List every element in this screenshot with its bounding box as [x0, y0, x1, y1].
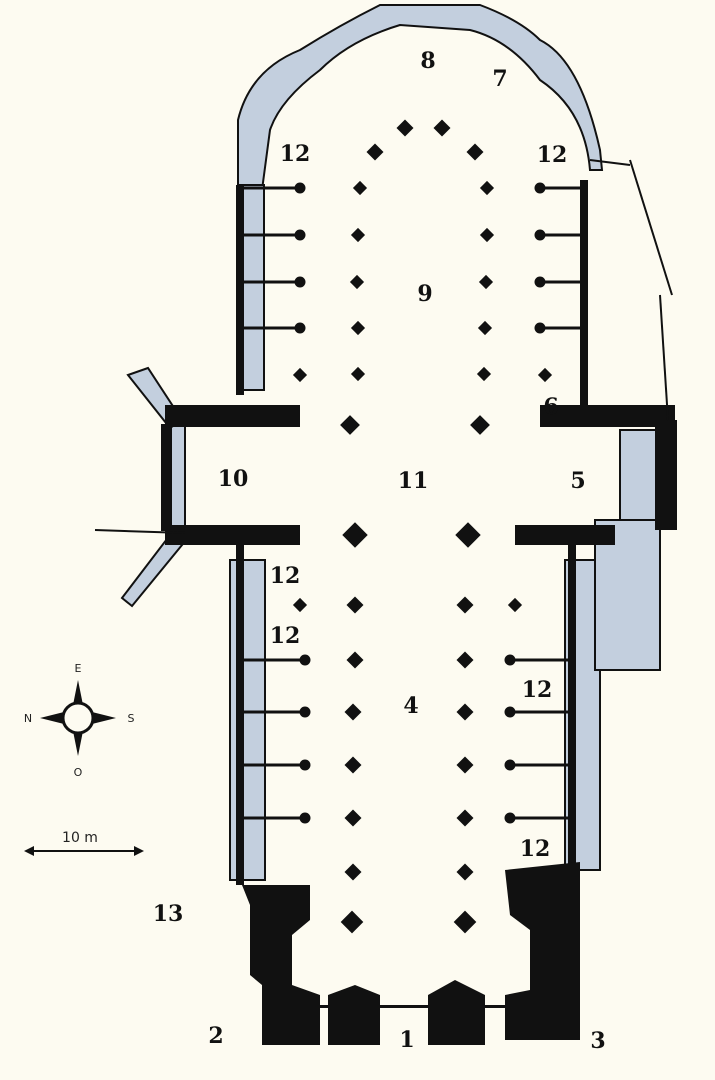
north-transept-wall-bottom: [165, 525, 300, 545]
label-choir: 9: [417, 281, 432, 307]
north-porch-lines: [94, 159, 673, 534]
compass-rose: E N S O: [24, 662, 135, 779]
label-side-chapel: 12: [522, 677, 553, 703]
south-transept-end-wall: [655, 420, 677, 530]
compass-north: N: [24, 712, 32, 725]
buttress-spurs: [244, 182, 580, 824]
south-transept-wall-top: [540, 405, 675, 427]
compass-west: O: [74, 766, 83, 779]
label-side-chapel: 12: [537, 142, 568, 168]
south-choir-wall: [580, 180, 588, 410]
south-tower: [505, 862, 580, 1040]
label-side-chapel: 12: [280, 141, 311, 167]
label-crossing: 11: [398, 468, 429, 494]
walls: [162, 180, 677, 1045]
apse-ambulatory-shade: [237, 4, 604, 191]
north-porch-arm-shade-2: [120, 533, 184, 608]
shaded-areas: [120, 4, 666, 881]
west-facade-line: [300, 1005, 515, 1008]
piers: [292, 119, 553, 934]
compass-south: S: [128, 712, 135, 725]
scale-arrow-left-icon: [24, 846, 34, 856]
label-sacristy: 6: [543, 394, 558, 420]
south-nave-wall: [568, 545, 576, 875]
label-entrance: 1: [399, 1027, 414, 1053]
north-choir-wall: [236, 185, 244, 395]
room-labels: 1 2 3 4 5 6 7 8 9 10 11 13 12 12 12 12 1…: [153, 48, 606, 1054]
north-transept-wall-top: [165, 405, 300, 427]
label-tower-north: 2: [208, 1023, 223, 1049]
label-side-chapel: 12: [270, 563, 301, 589]
north-tower: [242, 885, 320, 1045]
south-transept-wall-bottom: [515, 525, 615, 545]
west-portal-left: [328, 985, 380, 1045]
label-chapel-axial: 8: [420, 48, 435, 74]
label-side-chapel: 12: [520, 836, 551, 862]
north-transept-end-wall: [162, 425, 172, 530]
compass-east: E: [75, 662, 82, 675]
north-nave-buttress-shade: [229, 559, 266, 881]
label-chapel-radiating: 7: [492, 66, 507, 92]
label-nave: 4: [403, 693, 418, 719]
west-portal-right: [428, 980, 485, 1045]
label-transept-north: 10: [218, 466, 249, 492]
label-tower-south: 3: [590, 1028, 605, 1054]
scale-arrow-right-icon: [134, 846, 144, 856]
label-side-chapel: 12: [270, 623, 301, 649]
scale-label: 10 m: [62, 830, 98, 846]
label-exterior: 13: [153, 901, 184, 927]
north-nave-wall: [236, 545, 244, 885]
label-transept-south: 5: [570, 468, 585, 494]
scale-bar: 10 m: [24, 830, 144, 856]
